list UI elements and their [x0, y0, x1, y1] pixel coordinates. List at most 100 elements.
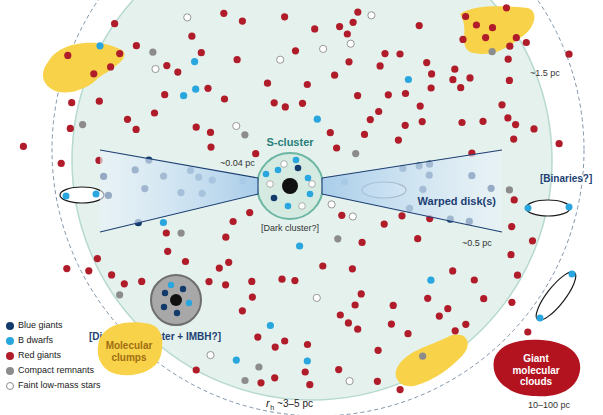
red-giant-dot: [414, 235, 421, 242]
red-giant-dot: [67, 125, 74, 132]
red-giant-dot: [338, 212, 345, 219]
red-giant-dot: [358, 290, 365, 297]
b-dwarf-dot: [192, 86, 199, 93]
red-giant-dot: [471, 276, 478, 283]
black-hole: [282, 178, 298, 194]
red-giant-dot: [319, 262, 326, 269]
faint-star-dot: [184, 14, 191, 21]
red-giant-dot: [395, 137, 402, 144]
red-giant-dot: [222, 281, 229, 288]
annotation-label: ~0.04 pc: [220, 158, 255, 168]
red-giant-dot: [506, 77, 513, 84]
red-giant-dot: [398, 212, 405, 219]
disk-wedge: [100, 150, 258, 232]
red-giant-dot: [482, 34, 489, 41]
red-giant-dot: [304, 81, 311, 88]
red-giant-dot: [361, 131, 368, 138]
red-giant-dot: [239, 18, 246, 25]
red-giant-dot: [556, 140, 563, 147]
red-giant-dot: [402, 90, 409, 97]
compact-remnant-dot: [241, 131, 248, 138]
red-giant-dot: [96, 98, 103, 105]
red-giant-dot: [416, 22, 423, 29]
red-giant-dot: [257, 379, 264, 386]
red-giant-dot: [385, 91, 392, 98]
red-giant-dot: [349, 265, 356, 272]
red-giant-dot: [63, 265, 70, 272]
star-dot: [161, 304, 167, 310]
faint-star-dot: [346, 378, 353, 385]
red-giant-dot: [436, 313, 443, 320]
cloud-label: Giant molecular clouds: [500, 353, 572, 388]
red-giant-dot: [116, 50, 123, 57]
star-dot: [305, 175, 312, 182]
red-giant-dot: [352, 301, 359, 308]
red-giant-dot: [565, 51, 572, 58]
red-giant-dot: [377, 62, 384, 69]
red-giant-dot: [344, 30, 351, 37]
red-giant-dot: [281, 13, 288, 20]
red-giant-dot: [390, 302, 397, 309]
red-giant-dot: [282, 103, 289, 110]
faint-star-dot: [328, 201, 335, 208]
red-giant-dot: [216, 265, 223, 272]
red-giant-dot: [506, 43, 513, 50]
red-giant-dot: [311, 25, 318, 32]
red-giant-dot: [419, 118, 426, 125]
red-giant-dot: [64, 52, 71, 59]
compact-remnant-dot: [149, 49, 156, 56]
red-giant-dot: [20, 143, 27, 150]
red-giant-dot: [404, 330, 411, 337]
disk-wedge: [322, 150, 502, 232]
compact-remnant-dot: [241, 377, 248, 384]
disk-label: Warped disk(s): [418, 195, 496, 208]
molecular-clump-blob: Molecular clumps: [94, 318, 166, 378]
red-giant-dot: [466, 74, 473, 81]
annotation-label: ~1.5 pc: [530, 68, 560, 78]
faint-star-dot: [347, 40, 354, 47]
red-giant-dot: [424, 295, 431, 302]
molecular-clump: [43, 43, 125, 93]
red-giant-dot: [193, 366, 200, 373]
red-giant-dot: [367, 116, 374, 123]
red-giant-dot: [225, 259, 232, 266]
faint-star-dot: [233, 122, 240, 129]
annotation-label: r: [266, 397, 270, 410]
red-giant-dot: [504, 114, 511, 121]
red-giant-dot: [452, 327, 459, 334]
star-dot: [271, 195, 278, 202]
red-giant-dot: [124, 116, 131, 123]
red-giant-dot: [163, 229, 170, 236]
b-dwarf-dot: [191, 58, 198, 65]
red-giant-dot: [163, 62, 170, 69]
annotation-label: ~3–5 pc: [277, 398, 313, 410]
red-giant-dot: [299, 100, 306, 107]
red-giant-dot: [291, 277, 298, 284]
red-giant-dot: [182, 258, 189, 265]
star-dot: [186, 300, 192, 306]
red-giant-dot: [513, 34, 520, 41]
faint-star-dot: [320, 45, 327, 52]
star-dot: [281, 161, 288, 168]
red-giant-dot: [336, 23, 343, 30]
red-giant-dot: [133, 126, 140, 133]
star-dot: [275, 167, 282, 174]
compact-remnant-dot: [255, 363, 262, 370]
red-giant-dot: [111, 20, 118, 27]
legend-text: Faint low-mass stars: [18, 380, 101, 390]
legend-swatch: [6, 382, 14, 390]
red-giant-dot: [94, 255, 101, 262]
red-giant-dot: [375, 108, 382, 115]
red-giant-dot: [188, 33, 195, 40]
faint-star-dot: [368, 12, 375, 19]
faint-star-dot: [207, 352, 214, 359]
red-giant-dot: [462, 321, 469, 328]
red-giant-dot: [271, 99, 278, 106]
red-giant-dot: [388, 321, 395, 328]
compact-remnant-dot: [419, 353, 426, 360]
red-giant-dot: [204, 85, 211, 92]
cloud-shape: [494, 340, 581, 397]
red-giant-dot: [375, 347, 382, 354]
red-giant-dot: [457, 84, 464, 91]
